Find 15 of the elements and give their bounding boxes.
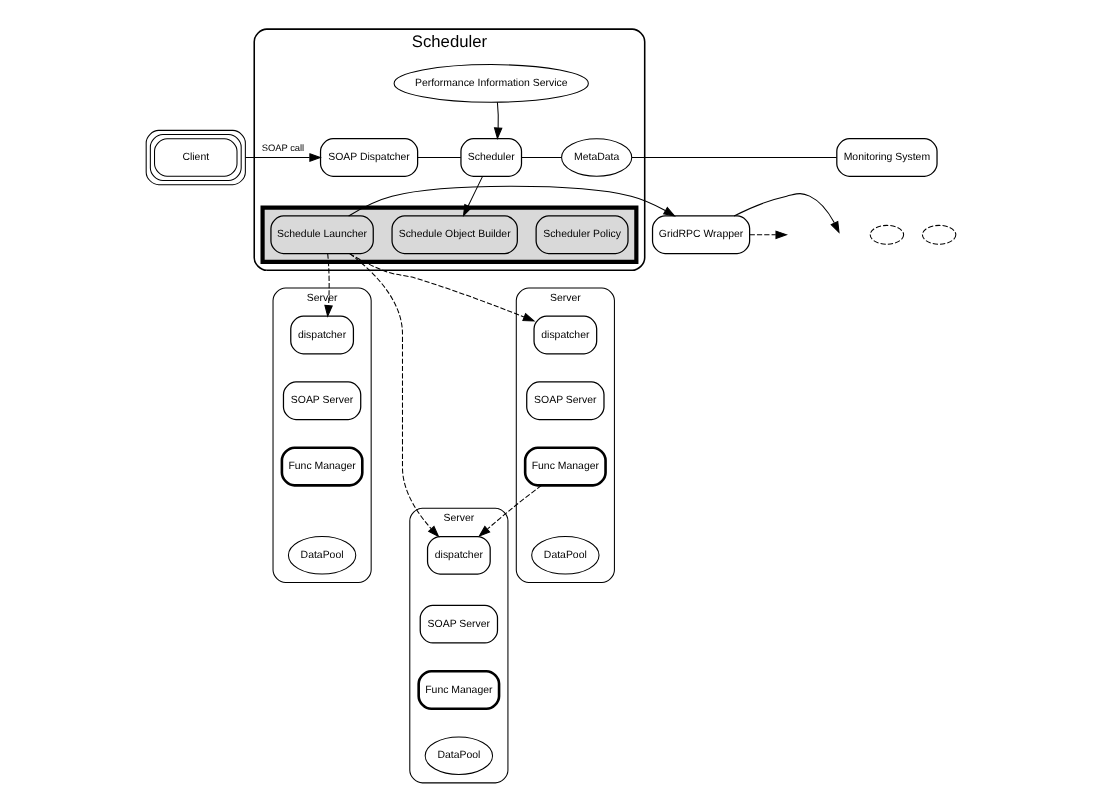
arrow bbox=[493, 101, 503, 140]
arrow bbox=[348, 185, 676, 217]
arrow bbox=[733, 193, 840, 234]
node-ellipse bbox=[869, 224, 905, 245]
connector bbox=[521, 157, 563, 159]
connector bbox=[631, 157, 838, 159]
arrow bbox=[462, 175, 484, 217]
node-ellipse bbox=[921, 224, 957, 245]
arrow bbox=[478, 485, 542, 538]
arrow bbox=[244, 153, 322, 162]
connector bbox=[417, 157, 462, 159]
arrow bbox=[324, 253, 333, 318]
arrow bbox=[349, 253, 440, 538]
arrow bbox=[349, 253, 536, 322]
arrow bbox=[749, 230, 788, 240]
